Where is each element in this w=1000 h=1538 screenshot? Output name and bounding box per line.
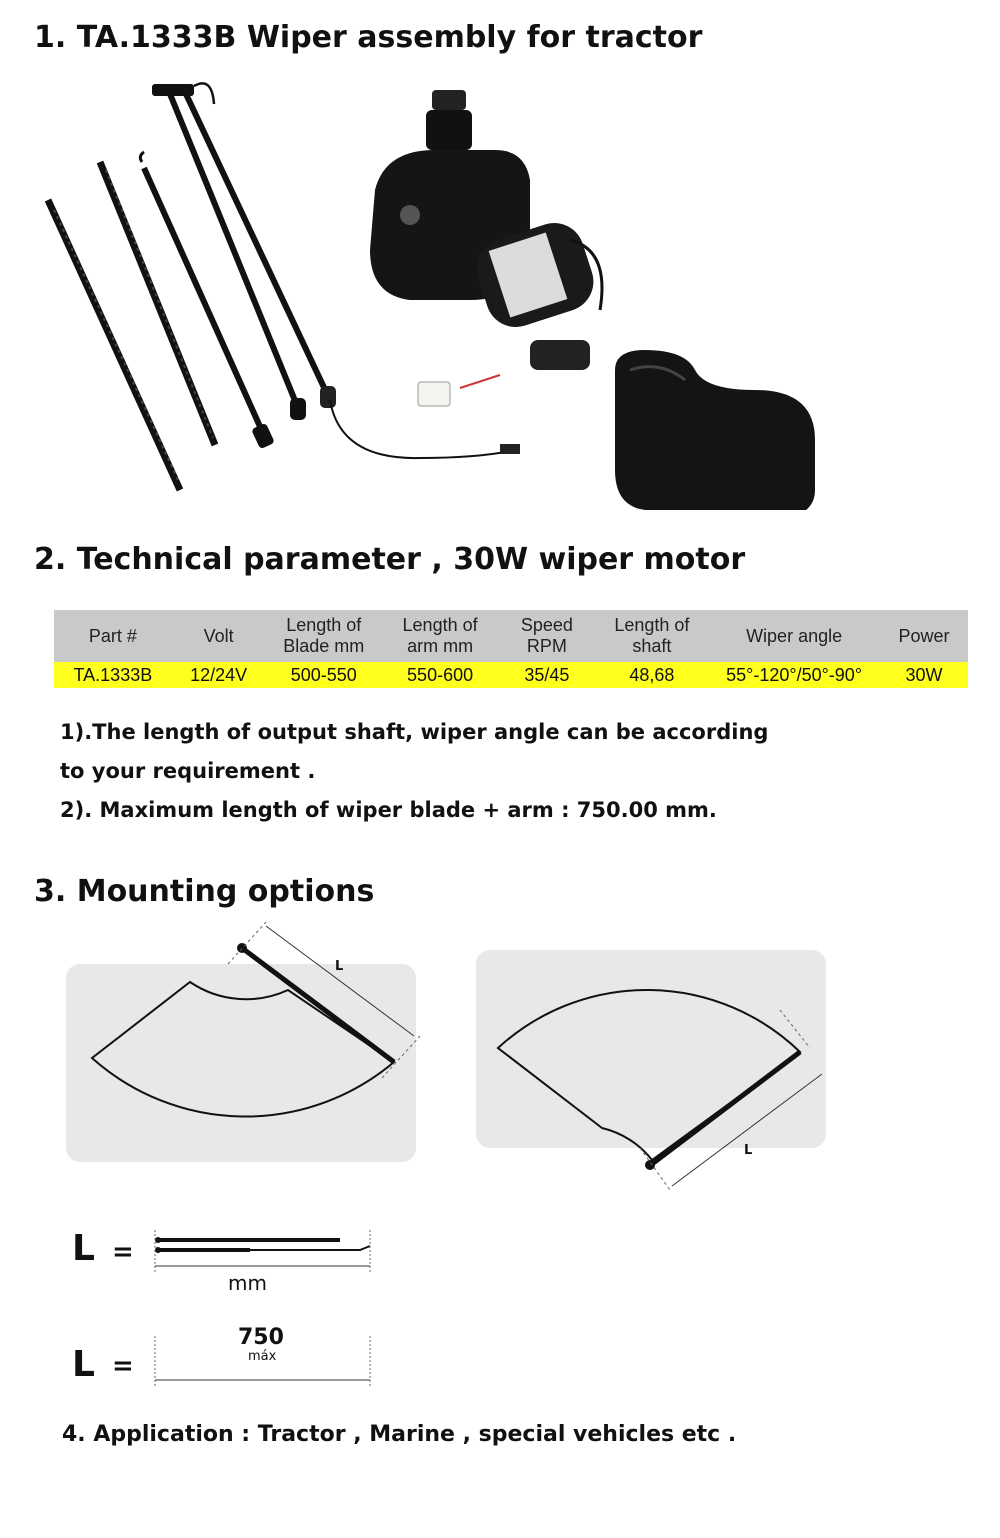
header-power: Power xyxy=(880,610,968,662)
cell-blade-length: 500-550 xyxy=(265,662,382,688)
motor-cover xyxy=(615,350,815,510)
section-2-title: 2. Technical parameter , 30W wiper motor xyxy=(34,542,746,577)
length-legend-mm: L = mm xyxy=(72,1228,371,1295)
wiper-blade-left xyxy=(44,198,184,492)
cell-shaft-length: 48,68 xyxy=(595,662,709,688)
mounting-diagrams: L L xyxy=(66,921,826,1191)
cell-volt: 12/24V xyxy=(171,662,266,688)
cell-power: 30W xyxy=(880,662,968,688)
max-length-caption: máx xyxy=(248,1349,277,1364)
header-part: Part # xyxy=(54,610,172,662)
cell-arm-length: 550-600 xyxy=(381,662,499,688)
length-legend-max: L = 750 máx xyxy=(72,1325,371,1386)
cell-speed: 35/45 xyxy=(498,662,596,688)
equals-sign-1: = xyxy=(112,1237,134,1267)
equals-sign-2: = xyxy=(112,1351,134,1381)
note-2: 2). Maximum length of wiper blade + arm … xyxy=(60,798,717,822)
cell-wiper-angle: 55°-120°/50°-90° xyxy=(708,662,881,688)
wiper-arm-right xyxy=(152,82,520,460)
length-label-1: L xyxy=(72,1228,95,1269)
section-1-title: 1. TA.1333B Wiper assembly for tractor xyxy=(34,20,703,55)
length-unit: mm xyxy=(228,1271,267,1295)
section-3-title: 3. Mounting options xyxy=(34,874,375,909)
wiper-arm-left xyxy=(138,150,274,449)
note-1-line-1: 1).The length of output shaft, wiper ang… xyxy=(60,720,769,744)
length-legend: L = mm L = 750 máx xyxy=(72,1228,371,1386)
table-row: TA.1333B 12/24V 500-550 550-600 35/45 48… xyxy=(54,662,968,688)
mounting-option-left: L xyxy=(66,921,421,1162)
length-label-2: L xyxy=(72,1344,95,1385)
wiper-blade-center xyxy=(96,160,219,447)
header-wiper-angle: Wiper angle xyxy=(708,610,881,662)
application-text: 4. Application : Tractor , Marine , spec… xyxy=(62,1422,737,1447)
header-volt: Volt xyxy=(171,610,266,662)
product-photo xyxy=(44,82,815,510)
dimension-label-left: L xyxy=(335,959,343,974)
mounting-option-right: L xyxy=(476,950,826,1191)
max-length-value: 750 xyxy=(238,1325,284,1350)
cell-part: TA.1333B xyxy=(54,662,172,688)
wiper-motor xyxy=(370,90,604,407)
dimension-label-right: L xyxy=(744,1143,752,1158)
note-1-line-2: to your requirement . xyxy=(60,759,316,783)
